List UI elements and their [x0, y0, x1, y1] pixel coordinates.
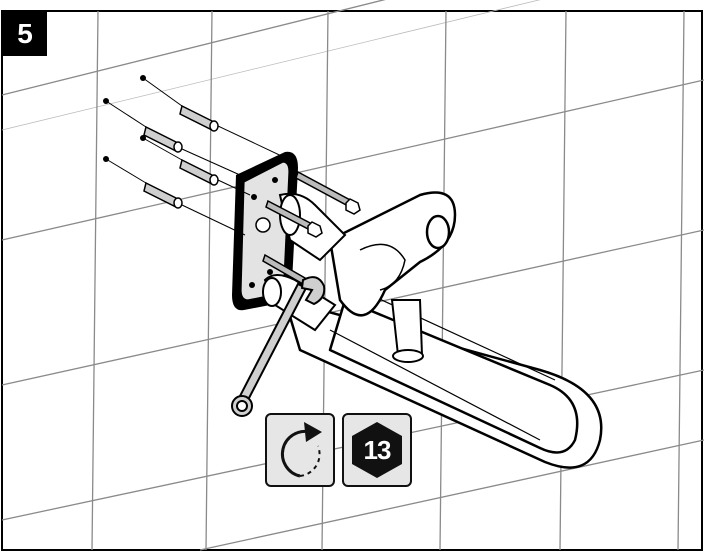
alignment-lines — [105, 77, 291, 236]
wrench-icon — [231, 276, 326, 417]
clockwise-rotate-icon — [265, 413, 335, 487]
drill-points — [103, 75, 146, 162]
support-leg — [390, 299, 424, 363]
step-number-badge: 5 — [3, 11, 47, 56]
hex-socket-icon — [342, 413, 412, 487]
hinge-housing — [328, 191, 457, 317]
wrench-size-label: 13 — [363, 434, 392, 465]
grab-bar — [283, 289, 603, 469]
wall-anchors — [143, 104, 219, 209]
plate-bolt — [255, 217, 271, 233]
